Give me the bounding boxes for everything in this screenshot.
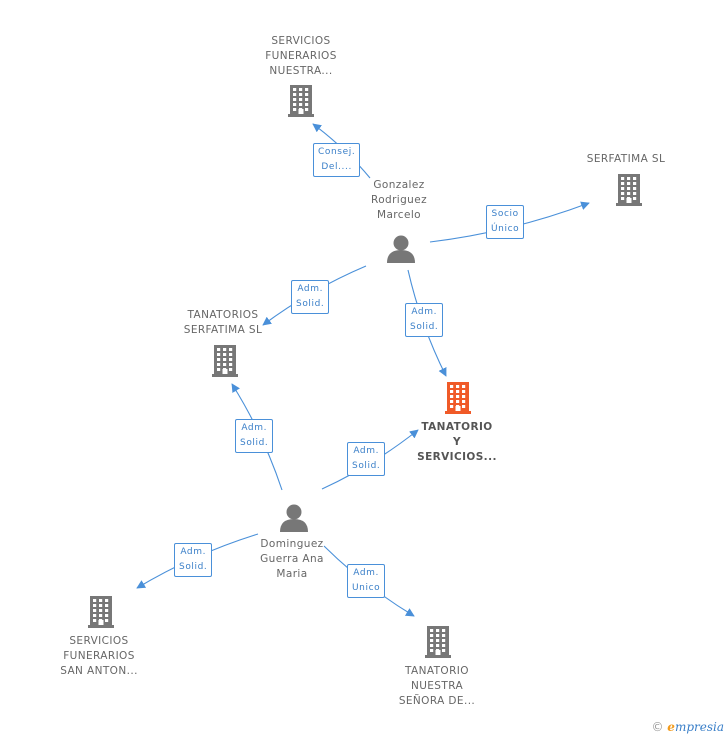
node-label-tanatorios_serf[interactable]: TANATORIOS SERFATIMA SL: [183, 309, 263, 336]
edge-label[interactable]: Adm. Solid.: [347, 442, 386, 476]
building-icon[interactable]: [88, 596, 114, 628]
node-label-sfsananton[interactable]: SERVICIOS FUNERARIOS SAN ANTON...: [60, 635, 138, 677]
node-label-dominguez[interactable]: Dominguez Guerra Ana Maria: [260, 538, 324, 580]
node-label-tanatorio_nuestra[interactable]: TANATORIO NUESTRA SEÑORA DE...: [398, 665, 476, 707]
person-icon[interactable]: [280, 504, 308, 533]
building-icon-focus[interactable]: [445, 382, 471, 414]
edge-label[interactable]: Adm. Unico: [347, 564, 386, 598]
brand-name: mpresia: [674, 720, 724, 734]
edge-label[interactable]: Adm. Solid.: [174, 543, 213, 577]
edge-label[interactable]: Adm. Solid.: [405, 303, 444, 337]
building-icon[interactable]: [288, 85, 314, 117]
node-label-tanatorio_focus[interactable]: TANATORIO Y SERVICIOS...: [417, 421, 497, 463]
person-icon[interactable]: [387, 235, 415, 264]
node-label-serfatima[interactable]: SERFATIMA SL: [586, 153, 666, 165]
brand-initial: e: [667, 720, 675, 734]
footer-brand[interactable]: © empresia: [651, 720, 724, 734]
edge-label[interactable]: Socio Único: [486, 205, 525, 239]
edge-label[interactable]: Adm. Solid.: [291, 280, 330, 314]
edge-label[interactable]: Consej. Del....: [313, 143, 361, 177]
nodes-layer: [88, 85, 642, 658]
edge-label[interactable]: Adm. Solid.: [235, 419, 274, 453]
building-icon[interactable]: [212, 345, 238, 377]
node-label-sfnuestra[interactable]: SERVICIOS FUNERARIOS NUESTRA...: [265, 35, 337, 77]
node-label-gonzalez[interactable]: Gonzalez Rodriguez Marcelo: [370, 179, 428, 221]
building-icon[interactable]: [425, 626, 451, 658]
copyright-icon: ©: [651, 720, 664, 734]
building-icon[interactable]: [616, 174, 642, 206]
